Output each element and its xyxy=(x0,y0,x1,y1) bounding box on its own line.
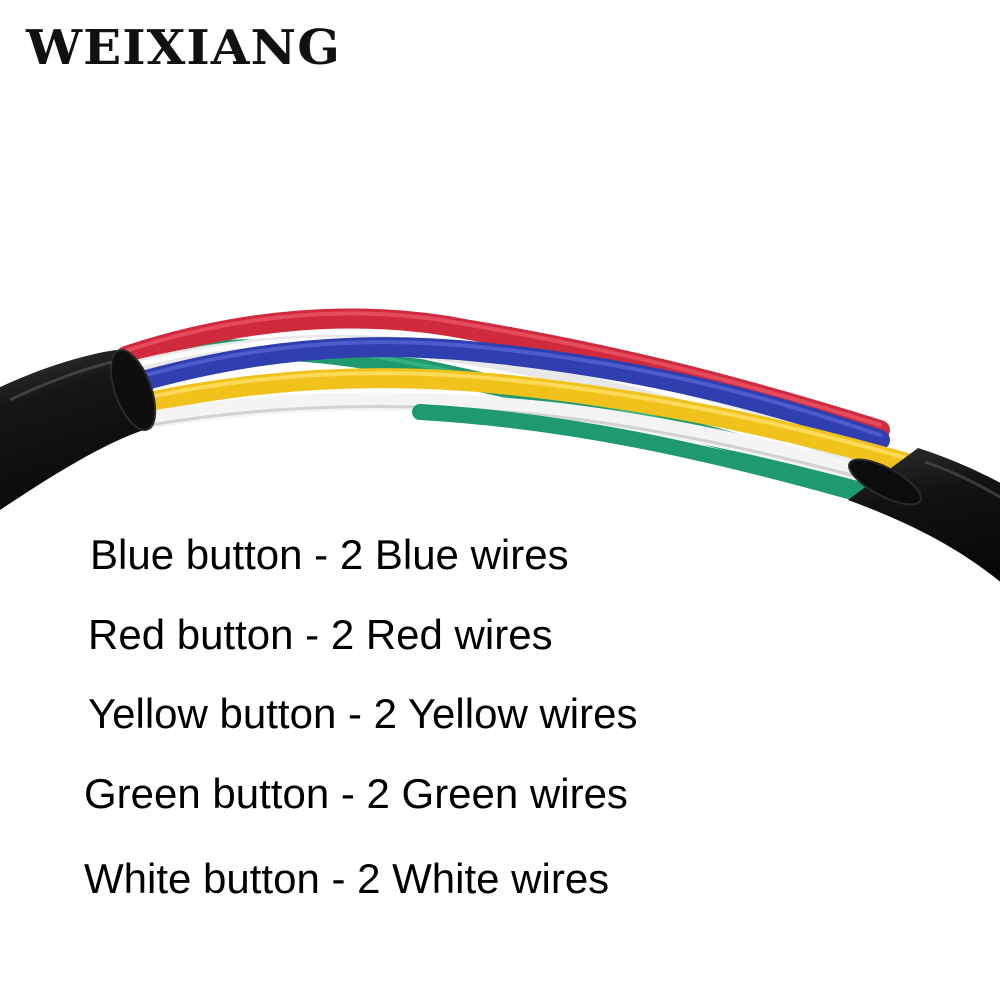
legend-line-yellow: Yellow button - 2 Yellow wires xyxy=(88,690,638,737)
legend-line-blue: Blue button - 2 Blue wires xyxy=(90,531,569,578)
brand-logo: WEIXIANG xyxy=(26,20,341,76)
yellow-wire xyxy=(130,368,920,474)
legend-line-green: Green button - 2 Green wires xyxy=(84,770,628,817)
wire-bundle xyxy=(108,308,920,508)
legend-line-white: White button - 2 White wires xyxy=(84,855,610,902)
green-wire-front xyxy=(412,404,888,508)
cable-jacket-left xyxy=(0,349,157,510)
legend-line-red: Red button - 2 Red wires xyxy=(88,611,553,658)
cable-jacket-right xyxy=(848,448,1000,582)
white-wire-front xyxy=(141,392,914,493)
blue-wire xyxy=(122,337,890,450)
